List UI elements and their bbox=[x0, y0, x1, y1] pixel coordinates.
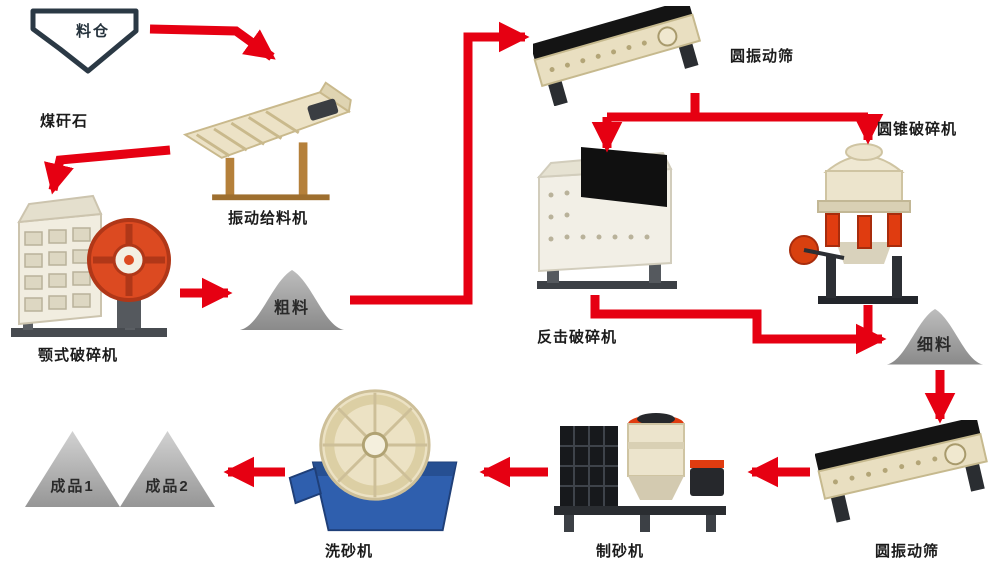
product-1-triangle-image bbox=[25, 431, 120, 507]
product-1-triangle: 成品1 bbox=[25, 430, 120, 508]
vibrating-feeder-image bbox=[182, 81, 352, 201]
coarse-material-label: 粗料 bbox=[273, 300, 310, 317]
jaw-crusher-image bbox=[11, 194, 171, 337]
silo-icon: 料仓 bbox=[28, 5, 143, 77]
bottom-vibrating-screen-illustration bbox=[815, 420, 995, 525]
cone-crusher-label: 圆锥破碎机 bbox=[877, 121, 958, 138]
top-vibrating-screen-image bbox=[533, 6, 702, 106]
cone-crusher-image bbox=[789, 143, 918, 304]
coal-gangue-label: 煤矸石 bbox=[40, 113, 89, 130]
vibrating-feeder-label: 振动给料机 bbox=[228, 210, 309, 227]
fine-material-pile-image bbox=[886, 309, 984, 365]
jaw-crusher-label: 颚式破碎机 bbox=[38, 347, 119, 364]
bottom-vibrating-screen-label: 圆振动筛 bbox=[875, 543, 940, 560]
product-2-triangle: 成品2 bbox=[120, 430, 215, 508]
sand-making-machine-label: 制砂机 bbox=[596, 543, 645, 560]
product-1-label: 成品1 bbox=[50, 478, 95, 495]
product-2-triangle-image bbox=[120, 431, 215, 507]
sand-washer-image bbox=[288, 389, 458, 532]
product-2-label: 成品2 bbox=[145, 478, 190, 495]
sand-washer-illustration bbox=[283, 385, 463, 535]
bottom-vibrating-screen-image bbox=[815, 420, 988, 523]
hopper-outline-icon bbox=[30, 8, 139, 74]
coarse-material-pile-image bbox=[240, 270, 344, 330]
jaw-crusher-illustration bbox=[5, 188, 175, 343]
impact-crusher-label: 反击破碎机 bbox=[537, 329, 618, 346]
top-vibrating-screen-label: 圆振动筛 bbox=[730, 48, 795, 65]
sand-washer-label: 洗砂机 bbox=[325, 543, 374, 560]
impact-crusher-image bbox=[536, 147, 677, 289]
impact-crusher-illustration bbox=[515, 133, 695, 293]
top-vibrating-screen-illustration bbox=[533, 6, 708, 106]
sand-making-machine-image bbox=[554, 413, 726, 532]
fine-material-label: 细料 bbox=[916, 337, 953, 354]
vibrating-feeder-illustration bbox=[172, 75, 362, 205]
cone-crusher-illustration bbox=[788, 138, 938, 308]
coarse-material-pile: 粗料 bbox=[238, 262, 346, 332]
sand-making-machine-illustration bbox=[548, 393, 733, 535]
fine-material-pile: 细料 bbox=[885, 300, 985, 368]
silo-label: 料仓 bbox=[76, 23, 111, 40]
